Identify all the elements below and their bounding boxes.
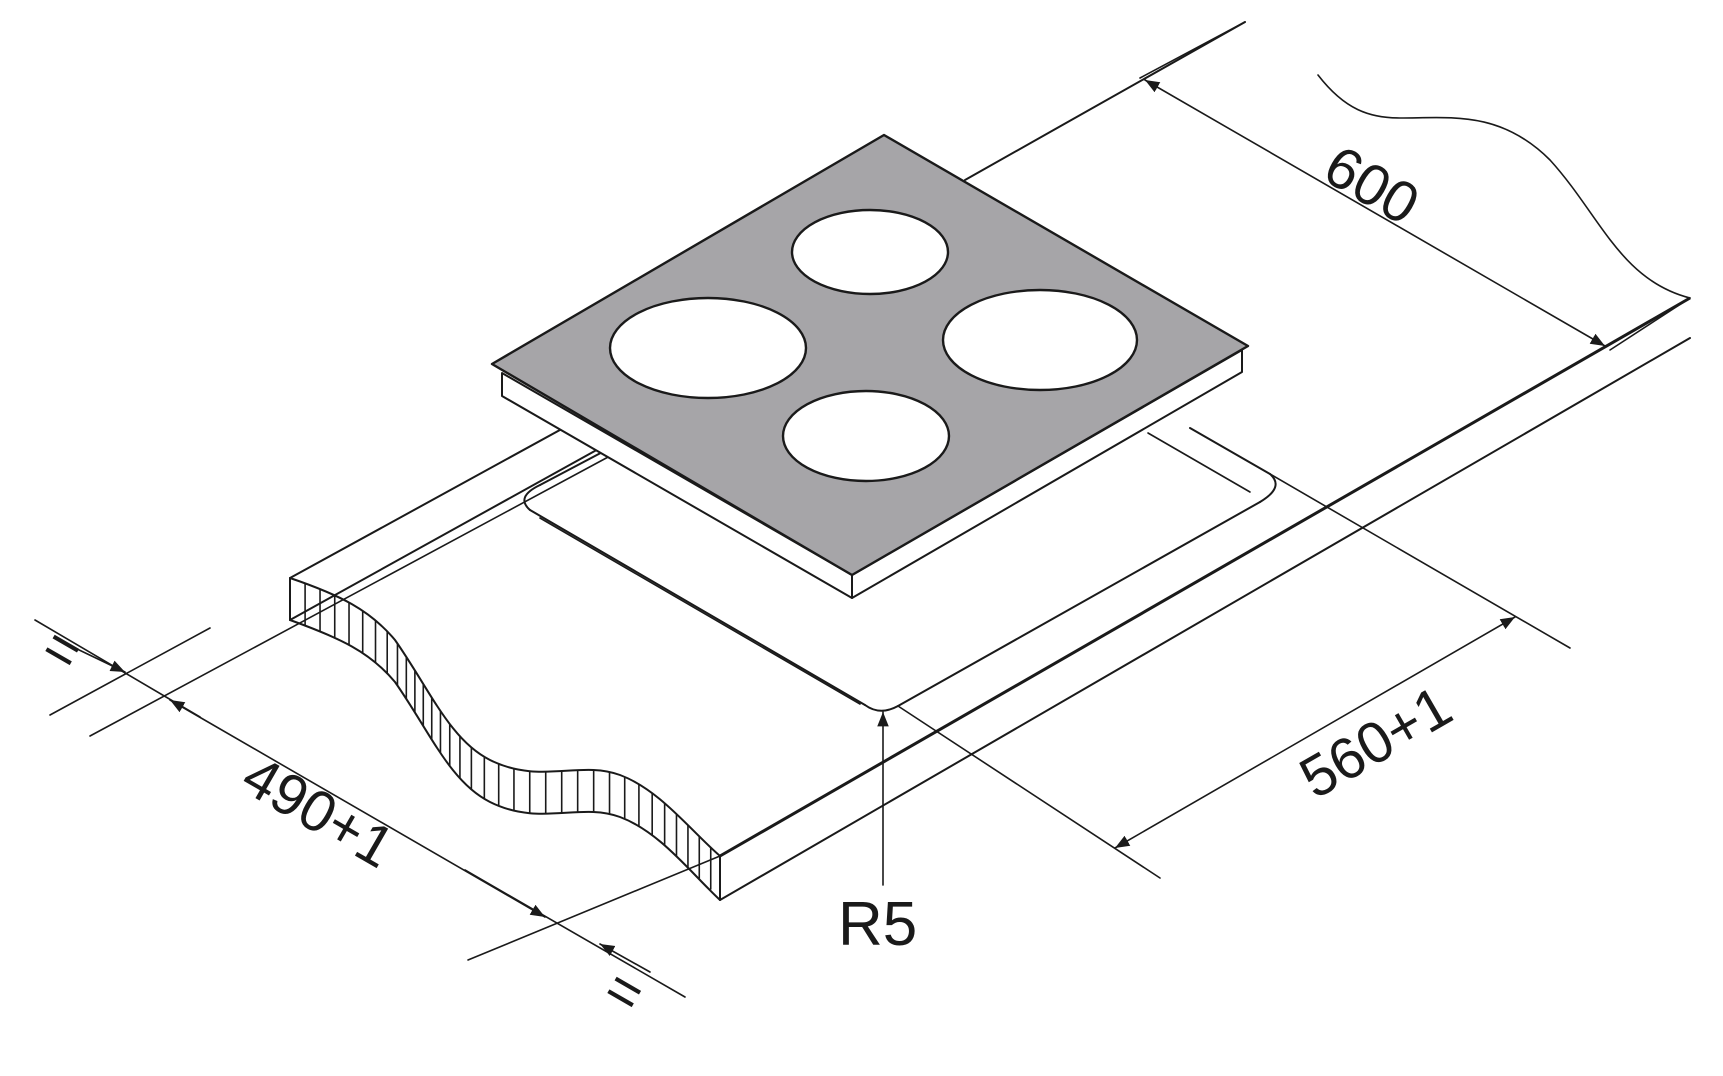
dimension-600: 600: [1139, 21, 1691, 351]
worktop-break-line: [1317, 74, 1691, 299]
cutout-inner-back-right: [1147, 432, 1251, 493]
cutout-corner-front: [864, 704, 899, 712]
cooking-zone-right: [941, 288, 1139, 392]
corner-radius-callout: R5: [838, 711, 917, 959]
dim-560-ext-right: [1269, 473, 1571, 649]
cutout-inner-front-left: [539, 517, 861, 705]
dim-600-label: 600: [1314, 133, 1430, 238]
dim-490-line: [169, 699, 546, 918]
dim-490-label: 490+1: [232, 743, 406, 881]
hob-glass-surface: [490, 133, 1250, 577]
dim-560-label: 560+1: [1289, 674, 1463, 812]
equal-arrow-bottom: [599, 943, 651, 973]
equal-mark-bottom: =: [594, 955, 656, 1028]
cooking-zone-front: [781, 389, 951, 483]
worktop-left-back-edge: [289, 407, 601, 579]
worktop-inner-line: [89, 455, 611, 737]
cutout-front-left-edge: [529, 509, 866, 706]
dim-490-side-line-a: [49, 627, 211, 716]
dimension-490: 490+1 = =: [32, 613, 721, 1028]
r5-label: R5: [838, 890, 917, 959]
worktop-left-bottom-edge: [289, 436, 621, 621]
dim-560-ext-front: [897, 705, 1161, 879]
dim-600-ext-bottom: [1609, 297, 1691, 351]
dim-560-line: [1114, 616, 1516, 849]
dimension-560: 560+1: [897, 473, 1571, 879]
cutout-back-right-edge: [1189, 427, 1271, 475]
cutout-corner-right: [1259, 473, 1277, 503]
cutout-front-right-edge: [897, 501, 1261, 707]
worktop-front-top-edge: [719, 296, 1691, 858]
cutout-corner-left: [523, 484, 541, 511]
cutout-opening: [523, 427, 1277, 712]
dim-600-ext-top: [1139, 21, 1246, 79]
hob: [490, 133, 1250, 599]
dim-490-side-line-b: [467, 855, 721, 961]
dim-600-line: [1144, 79, 1606, 347]
equal-arrow-left: [74, 647, 126, 673]
cooking-zone-left: [608, 296, 808, 400]
worktop-back-edge-extension: [964, 21, 1246, 181]
cooking-zone-back: [790, 208, 950, 296]
